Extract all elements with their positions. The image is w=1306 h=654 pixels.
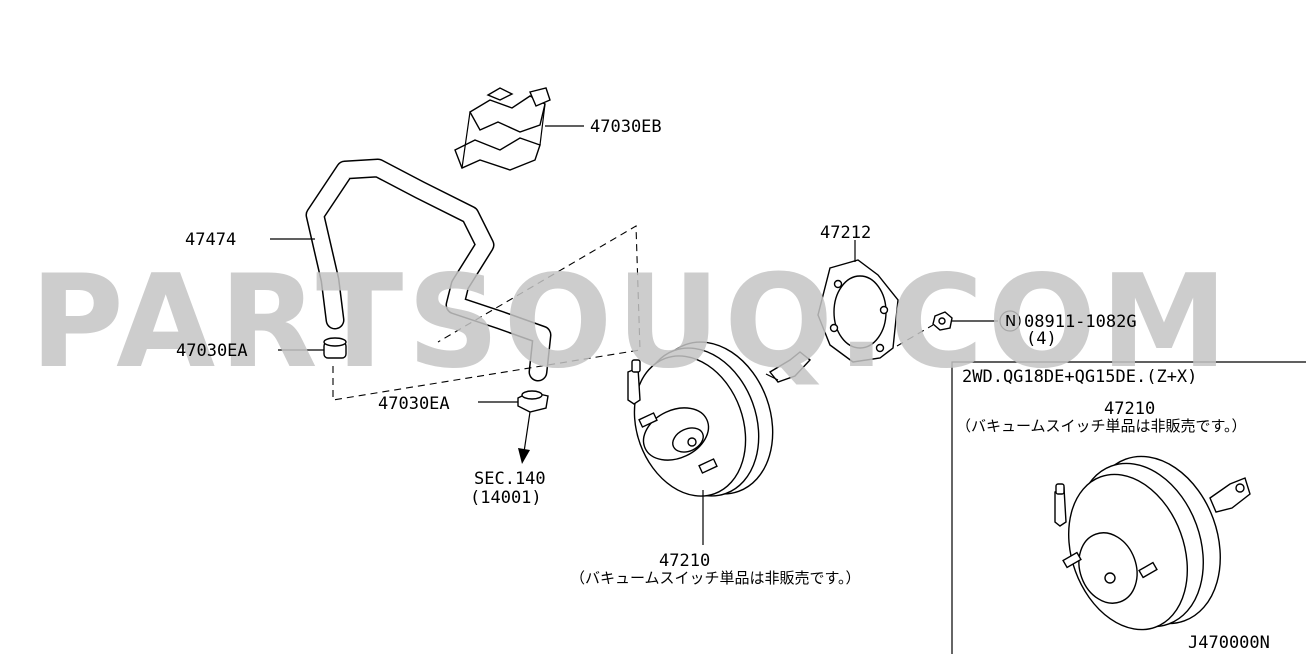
diagram-code: J470000N [1188, 633, 1270, 653]
nut-08911-1082g[interactable] [932, 311, 953, 331]
label-clip-47030eb: 47030EB [590, 117, 662, 137]
label-nut-qty: (4) [1026, 329, 1057, 349]
brake-booster-47210[interactable] [616, 325, 812, 513]
inset-booster-note: （バキュームスイッチ単品は非販売です。） [956, 417, 1247, 435]
clamp-lower-47030ea[interactable] [517, 390, 549, 413]
label-booster-note: （バキュームスイッチ単品は非販売です。） [570, 569, 861, 587]
inset-label-47210: 47210 [1104, 399, 1155, 419]
arrow-to-section-140 [518, 411, 531, 464]
label-booster-47210: 47210 [659, 551, 710, 571]
inset-frame [951, 361, 1306, 654]
dashed-outline [332, 225, 641, 401]
label-section-sub: (14001) [470, 488, 542, 508]
clip-47030eb[interactable] [454, 87, 551, 171]
label-hose-47474: 47474 [185, 230, 236, 250]
nut-n-circle [999, 310, 1021, 332]
hose-47474[interactable] [305, 158, 552, 382]
label-clamp-upper: 47030EA [176, 341, 248, 361]
watermark: PARTSOUQ.COM [30, 248, 1232, 397]
inset-title: 2WD.QG18DE+QG15DE.(Z+X) [962, 367, 1197, 387]
gasket-47212[interactable] [817, 259, 899, 363]
label-gasket-47212: 47212 [820, 223, 871, 243]
label-clamp-lower: 47030EA [378, 394, 450, 414]
label-nut-08911: 08911-1082G [1024, 312, 1137, 332]
nut-dash-line [896, 324, 934, 347]
label-nut-prefix: N [1005, 312, 1016, 330]
label-section-ref: SEC.140 [474, 469, 546, 489]
inset-brake-booster-47210[interactable] [1048, 438, 1251, 646]
clamp-upper-47030ea[interactable] [323, 337, 347, 359]
